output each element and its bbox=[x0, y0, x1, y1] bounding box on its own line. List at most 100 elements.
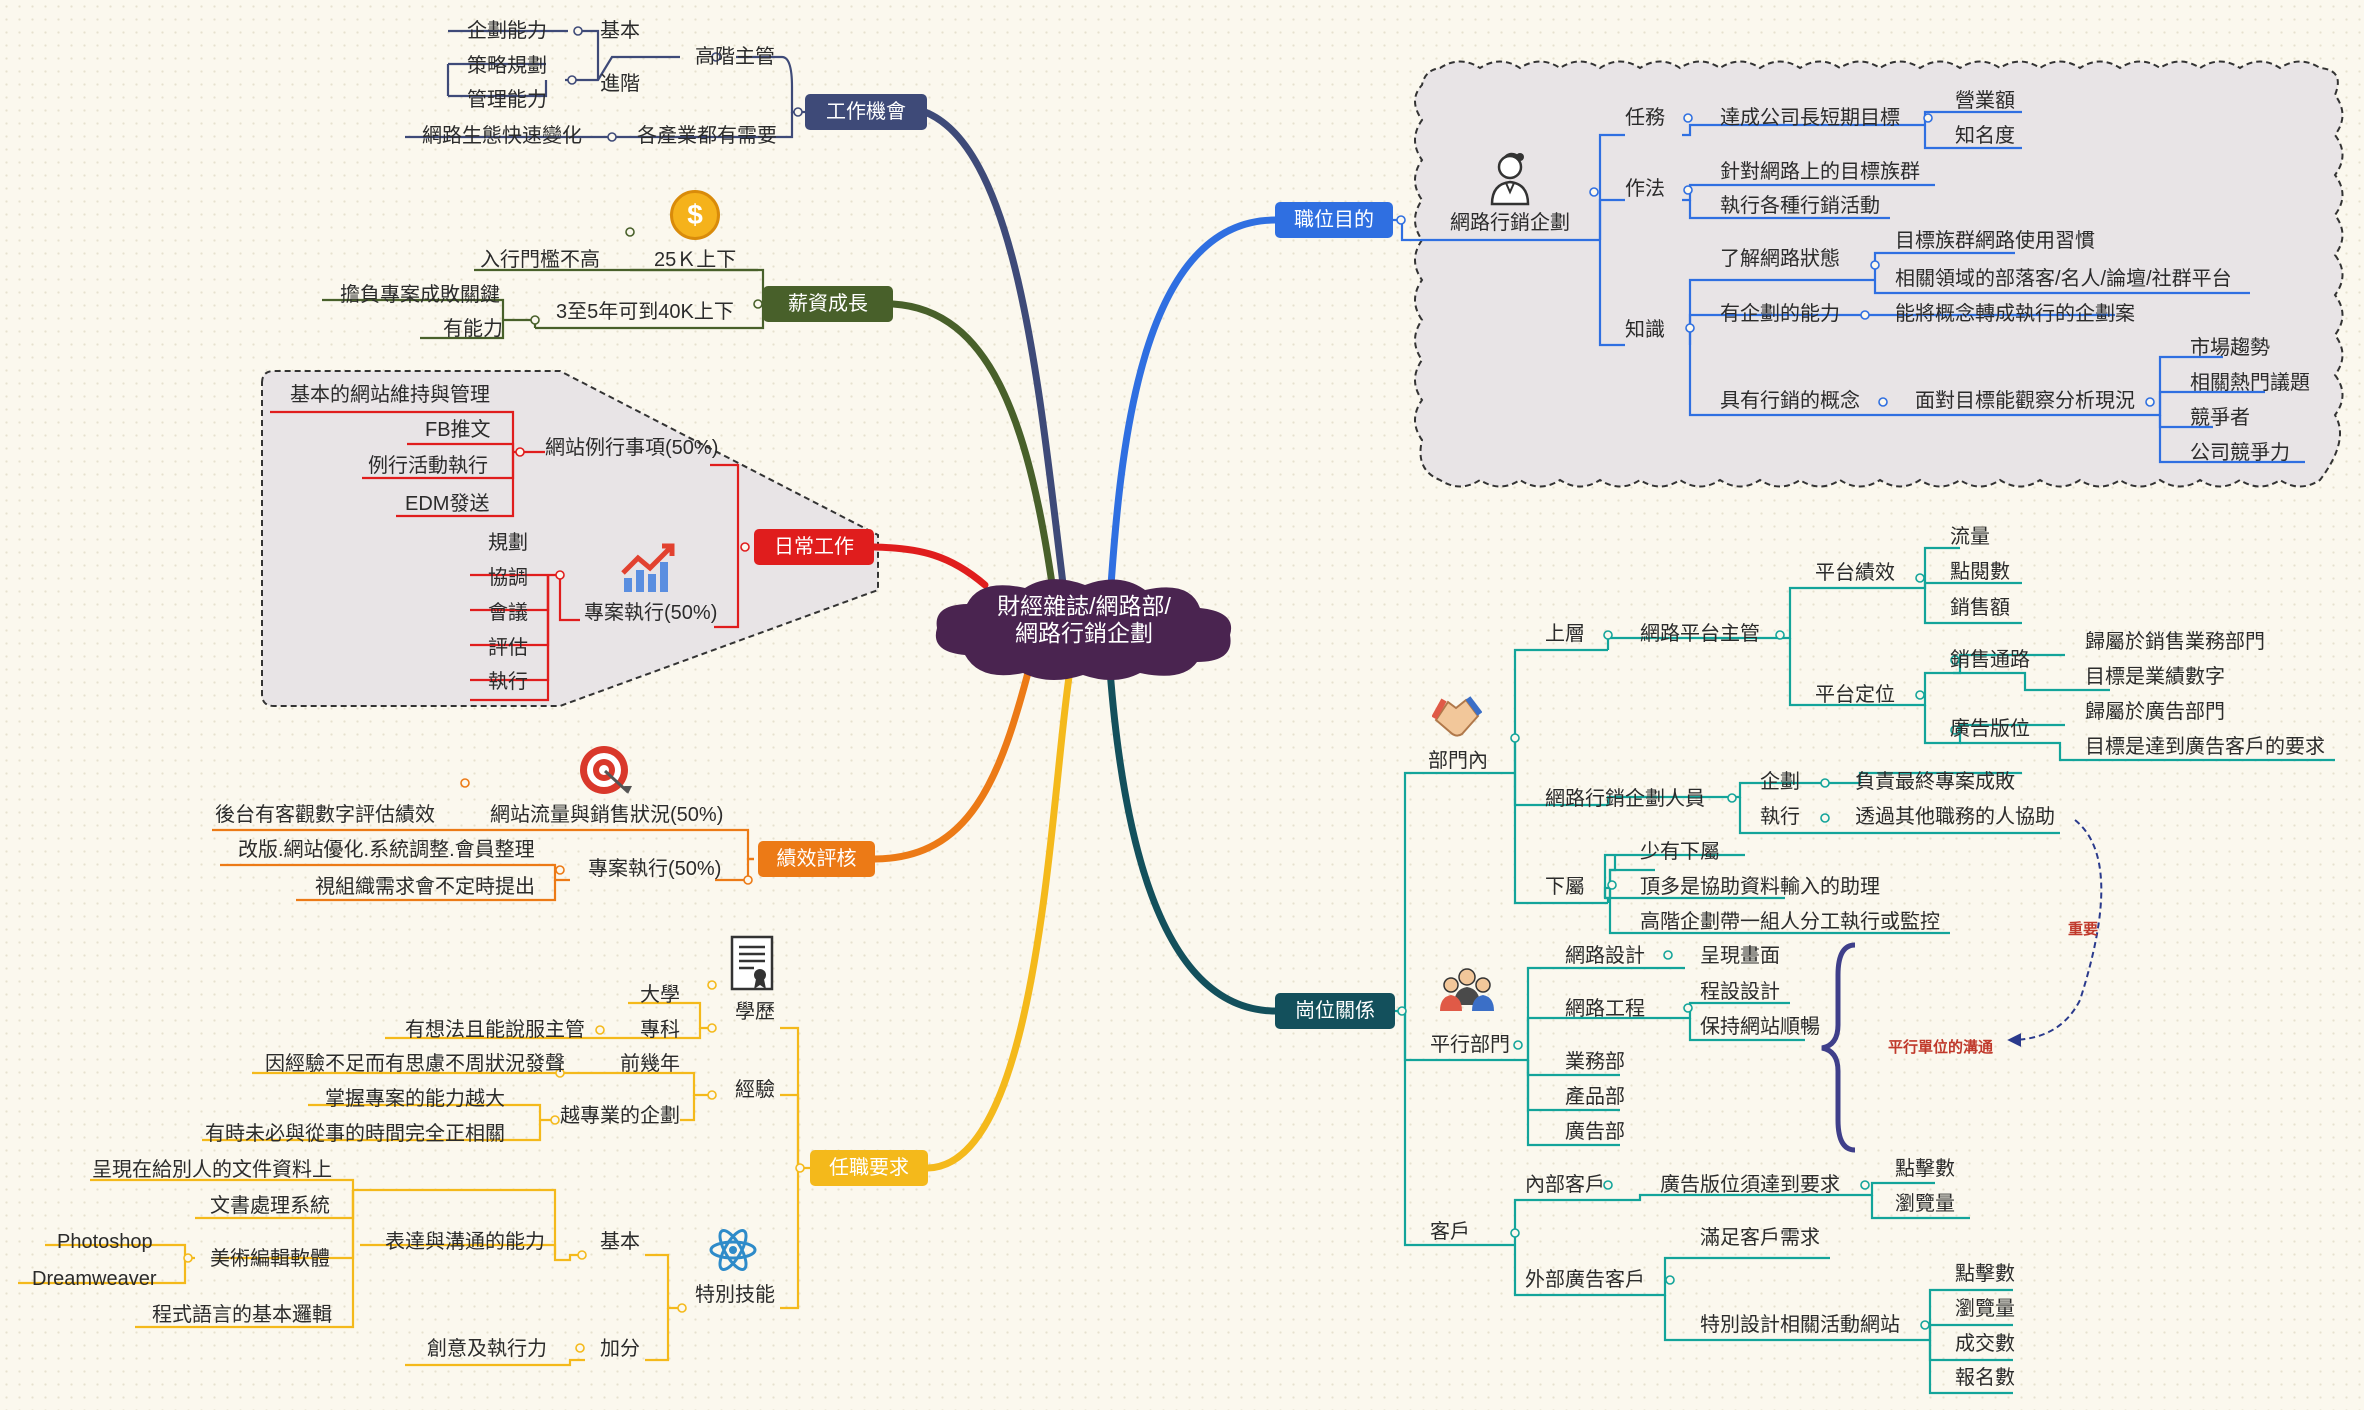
node-strategy[interactable]: 策略規劃 bbox=[467, 55, 547, 77]
node-traffic[interactable]: 流量 bbox=[1950, 526, 1990, 548]
node-ui[interactable]: 呈現畫面 bbox=[1700, 945, 1780, 967]
node-p5[interactable]: 執行 bbox=[488, 671, 528, 693]
node-pv2[interactable]: 瀏覽量 bbox=[1955, 1298, 2015, 1320]
node-project[interactable]: 專案執行(50%) bbox=[584, 602, 718, 624]
node-dw[interactable]: Dreamweaver bbox=[32, 1268, 157, 1290]
node-keep[interactable]: 保持網站順暢 bbox=[1700, 1016, 1820, 1038]
node-addept[interactable]: 歸屬於廣告部門 bbox=[2085, 701, 2225, 723]
node-routine[interactable]: 網站例行事項(50%) bbox=[545, 437, 719, 459]
node-ps[interactable]: Photoshop bbox=[57, 1231, 153, 1253]
node-staff[interactable]: 網路行銷企劃人員 bbox=[1545, 788, 1705, 810]
node-grasp[interactable]: 掌握專案的能力越大 bbox=[325, 1088, 505, 1110]
node-key[interactable]: 擔負專案成敗關鍵 bbox=[340, 284, 500, 306]
node-adv[interactable]: 進階 bbox=[600, 73, 640, 95]
node-deal[interactable]: 成交數 bbox=[1955, 1333, 2015, 1355]
node-kol[interactable]: 相關領域的部落客/名人/論壇/社群平台 bbox=[1895, 268, 2232, 290]
node-concept[interactable]: 能將概念轉成執行的企劃案 bbox=[1895, 303, 2135, 325]
node-lead[interactable]: 高階企劃帶一組人分工執行或監控 bbox=[1640, 911, 1940, 933]
node-artsw[interactable]: 美術編輯軟體 bbox=[210, 1248, 330, 1270]
node-client[interactable]: 客戶 bbox=[1430, 1221, 1470, 1243]
node-present[interactable]: 呈現在給別人的文件資料上 bbox=[92, 1159, 332, 1181]
node-plan[interactable]: 企劃能力 bbox=[467, 20, 547, 42]
node-plat[interactable]: 網路平台主管 bbox=[1640, 623, 1760, 645]
node-skill[interactable]: 特別技能 bbox=[695, 1284, 775, 1306]
node-edu[interactable]: 學歷 bbox=[735, 1001, 775, 1023]
node-method[interactable]: 作法 bbox=[1625, 178, 1665, 200]
node-edm[interactable]: EDM發送 bbox=[405, 493, 490, 515]
node-code[interactable]: 程設設計 bbox=[1700, 981, 1780, 1003]
node-prod[interactable]: 產品部 bbox=[1565, 1086, 1625, 1108]
node-lower[interactable]: 下屬 bbox=[1545, 876, 1585, 898]
node-rev[interactable]: 營業額 bbox=[1955, 90, 2015, 112]
branch-salary[interactable]: 薪資成長 bbox=[763, 286, 893, 322]
branch-perf[interactable]: 績效評核 bbox=[758, 841, 875, 877]
node-p3[interactable]: 會議 bbox=[488, 602, 528, 624]
node-upper[interactable]: 上層 bbox=[1545, 623, 1585, 645]
node-adreq[interactable]: 目標是達到廣告客戶的要求 bbox=[2085, 736, 2325, 758]
node-fame[interactable]: 知名度 bbox=[1955, 125, 2015, 147]
node-trend[interactable]: 市場趨勢 bbox=[2190, 337, 2270, 359]
node-skill-basic[interactable]: 基本 bbox=[600, 1231, 640, 1253]
node-express[interactable]: 表達與溝通的能力 bbox=[385, 1231, 545, 1253]
central-topic[interactable]: 財經雜誌/網路部/ 網路行銷企劃 bbox=[925, 593, 1243, 647]
node-exec[interactable]: 執行各種行銷活動 bbox=[1720, 195, 1880, 217]
node-logic[interactable]: 程式語言的基本邏輯 bbox=[152, 1304, 332, 1326]
node-backend[interactable]: 後台有客觀數字評估績效 bbox=[215, 804, 435, 826]
node-clicks[interactable]: 點閱數 bbox=[1950, 561, 2010, 583]
node-inclient[interactable]: 內部客戶 bbox=[1525, 1174, 1605, 1196]
node-pos[interactable]: 平台定位 bbox=[1815, 684, 1895, 706]
node-parallel[interactable]: 平行部門 bbox=[1430, 1034, 1510, 1056]
node-analyze[interactable]: 面對目標能觀察分析現況 bbox=[1915, 390, 2135, 412]
node-do[interactable]: 執行 bbox=[1760, 806, 1800, 828]
node-signup[interactable]: 報名數 bbox=[1955, 1367, 2015, 1389]
node-notprop[interactable]: 有時未必與從事的時間完全正相關 bbox=[205, 1123, 505, 1145]
node-adslot[interactable]: 廣告版位 bbox=[1950, 718, 2030, 740]
node-channel[interactable]: 銷售通路 bbox=[1950, 649, 2030, 671]
node-p2[interactable]: 協調 bbox=[488, 567, 528, 589]
node-persuade[interactable]: 有想法且能說服主管 bbox=[405, 1019, 585, 1041]
node-revamp[interactable]: 改版.網站優化.系統調整.會員整理 bbox=[238, 839, 535, 861]
branch-purpose[interactable]: 職位目的 bbox=[1275, 202, 1393, 238]
node-exp[interactable]: 經驗 bbox=[735, 1079, 775, 1101]
node-webdesign[interactable]: 網路設計 bbox=[1565, 945, 1645, 967]
node-able[interactable]: 有能力 bbox=[443, 318, 503, 340]
node-entry[interactable]: 入行門檻不高 bbox=[480, 249, 600, 271]
node-univ[interactable]: 大學 bbox=[640, 984, 680, 1006]
node-irreg[interactable]: 視組織需求會不定時提出 bbox=[315, 876, 535, 898]
node-traffic[interactable]: 網站流量與銷售狀況(50%) bbox=[490, 804, 724, 826]
node-worry[interactable]: 因經驗不足而有思慮不周狀況發聲 bbox=[265, 1053, 565, 1075]
node-webeng[interactable]: 網路工程 bbox=[1565, 998, 1645, 1020]
node-target[interactable]: 針對網路上的目標族群 bbox=[1720, 161, 1920, 183]
node-ctr2[interactable]: 點擊數 bbox=[1955, 1263, 2015, 1285]
node-planab[interactable]: 有企劃的能力 bbox=[1720, 303, 1840, 325]
node-compwin[interactable]: 公司競爭力 bbox=[2190, 442, 2290, 464]
node-ctr[interactable]: 點擊數 bbox=[1895, 1158, 1955, 1180]
node-early[interactable]: 前幾年 bbox=[620, 1053, 680, 1075]
node-event[interactable]: 例行活動執行 bbox=[368, 455, 488, 477]
node-adneed[interactable]: 廣告版位須達到要求 bbox=[1660, 1174, 1840, 1196]
node-perf[interactable]: 平台績效 bbox=[1815, 562, 1895, 584]
node-bonus[interactable]: 加分 bbox=[600, 1338, 640, 1360]
node-mgmt[interactable]: 管理能力 bbox=[467, 89, 547, 111]
node-outclient[interactable]: 外部廣告客戶 bbox=[1525, 1269, 1645, 1291]
node-fb[interactable]: FB推文 bbox=[425, 419, 491, 441]
node-proj[interactable]: 專案執行(50%) bbox=[588, 858, 722, 880]
node-eco[interactable]: 網路生態快速變化 bbox=[422, 125, 582, 147]
branch-req[interactable]: 任職要求 bbox=[810, 1150, 928, 1186]
node-know[interactable]: 知識 bbox=[1625, 319, 1665, 341]
node-habit[interactable]: 目標族群網路使用習慣 bbox=[1895, 230, 2095, 252]
node-hot[interactable]: 相關熱門議題 bbox=[2190, 372, 2310, 394]
node-goal[interactable]: 達成公司長短期目標 bbox=[1720, 107, 1900, 129]
node-sales[interactable]: 銷售額 bbox=[1950, 597, 2010, 619]
node-pv[interactable]: 瀏覽量 bbox=[1895, 1193, 1955, 1215]
node-doresp[interactable]: 透過其他職務的人協助 bbox=[1855, 806, 2055, 828]
node-role[interactable]: 網路行銷企劃 bbox=[1450, 212, 1570, 234]
node-planresp[interactable]: 負責最終專案成敗 bbox=[1855, 771, 2015, 793]
branch-job[interactable]: 工作機會 bbox=[805, 94, 927, 130]
branch-daily[interactable]: 日常工作 bbox=[754, 529, 874, 565]
node-satisfy[interactable]: 滿足客戶需求 bbox=[1700, 1227, 1820, 1249]
node-inner[interactable]: 部門內 bbox=[1428, 750, 1488, 772]
node-maint[interactable]: 基本的網站維持與管理 bbox=[290, 384, 490, 406]
node-p1[interactable]: 規劃 bbox=[488, 532, 528, 554]
node-k25[interactable]: 25Ｋ上下 bbox=[654, 249, 737, 271]
